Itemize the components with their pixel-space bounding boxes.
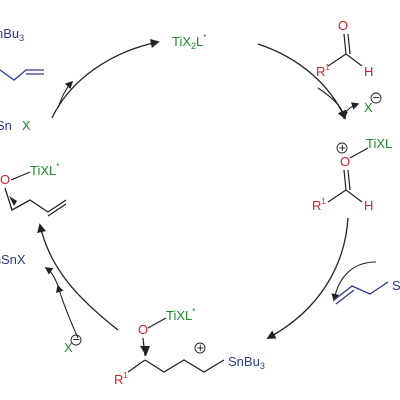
cycle-arrow-top-right <box>257 43 347 120</box>
complex-ti: TiXL <box>366 136 392 151</box>
intermediate-chain <box>127 359 225 373</box>
aldehyde-r: R1 <box>316 63 330 79</box>
aldehyde-in-arrow <box>317 87 348 120</box>
top-left-tin-reagent: nBu3 <box>0 26 24 43</box>
left-product-ti: TiXL* <box>30 162 59 178</box>
right-x: X <box>364 100 373 115</box>
left-byproduct-tin: Sn <box>0 118 12 133</box>
top-left-allyl-chain <box>0 69 44 81</box>
intermediate-ti: TiXL* <box>166 307 195 323</box>
complex-oxygen: O <box>340 154 350 169</box>
tin-out-arrow <box>44 267 59 287</box>
bottom-left-x: X <box>64 340 73 355</box>
cycle-arrow-left-top <box>51 39 160 119</box>
top-catalyst-label: TiX2L* <box>172 33 206 51</box>
complex-r: R1 <box>312 197 326 213</box>
left-product-oxygen: O <box>0 172 10 187</box>
right-allyl-tin: S <box>392 278 400 293</box>
intermediate-r: R1 <box>114 371 128 387</box>
left-product-chain <box>4 187 67 213</box>
x-out-arrow <box>343 102 360 119</box>
intermediate-tin: SnBu3 <box>228 354 265 371</box>
intermediate-oxygen: O <box>138 322 148 337</box>
cycle-arrow-right-bottom <box>266 217 349 339</box>
x-in-arrow <box>55 284 79 339</box>
aldehyde-oxygen: O <box>338 18 348 33</box>
intermediate-charge: + <box>197 340 205 355</box>
right-x-charge: − <box>373 90 381 105</box>
right-allyl-chain <box>333 281 389 301</box>
bottom-left-x-charge: − <box>73 332 81 347</box>
tin-top-out-arrow <box>57 80 74 109</box>
left-byproduct-x: X <box>22 118 31 133</box>
aldehyde-h: H <box>364 64 373 79</box>
cycle-arrow-bottom-left <box>37 223 119 331</box>
complex-h: H <box>364 198 373 213</box>
complex-charge: + <box>339 140 347 155</box>
allyltin-in-arrow <box>331 261 377 302</box>
